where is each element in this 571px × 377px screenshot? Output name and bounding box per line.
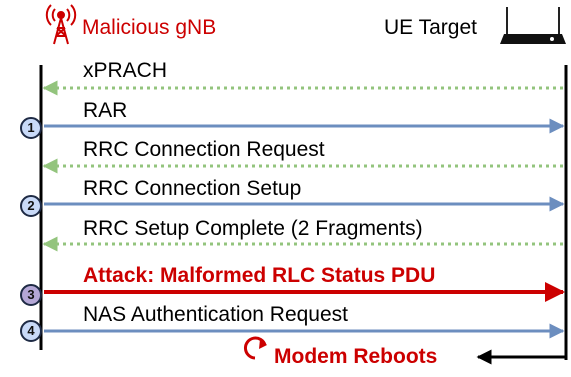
router-icon: [500, 7, 566, 44]
message-label: RRC Connection Setup: [83, 177, 302, 200]
message-label: RRC Connection Request: [83, 138, 325, 161]
reboot-icon: [243, 336, 267, 360]
step-badge: 1: [20, 117, 42, 139]
ue-label: UE Target: [384, 16, 477, 39]
message-label: RAR: [83, 99, 128, 122]
step-badge: 3: [20, 284, 42, 306]
message-label: xPRACH: [83, 59, 168, 82]
step-badge: 2: [20, 195, 42, 217]
message-label: RRC Setup Complete (2 Fragments): [83, 217, 423, 240]
cell-tower-icon: [45, 4, 77, 45]
gnb-label: Malicious gNB: [82, 16, 217, 39]
modem-reboots-label: Modem Reboots: [274, 345, 438, 368]
message-label: NAS Authentication Request: [83, 303, 349, 326]
attack-message-label: Attack: Malformed RLC Status PDU: [83, 264, 436, 287]
step-badge: 4: [20, 320, 42, 342]
reboot-arrow: [476, 342, 568, 365]
